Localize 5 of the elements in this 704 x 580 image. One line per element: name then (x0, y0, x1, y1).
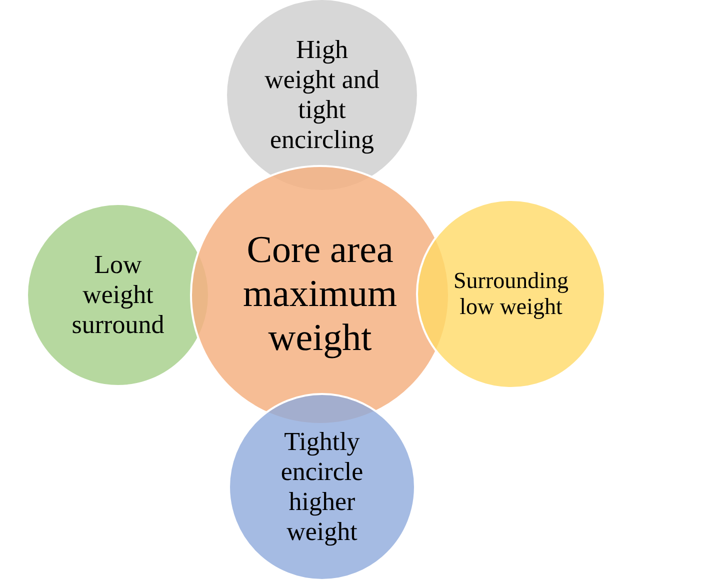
circle-label: Surrounding low weight (452, 268, 570, 320)
circle-label: High weight and tight encircling (264, 35, 380, 155)
circle-label: Core area maximum weight (242, 229, 398, 361)
circle-label: Low weight surround (70, 250, 166, 340)
circle-label: Tightly encircle higher weight (280, 427, 364, 547)
